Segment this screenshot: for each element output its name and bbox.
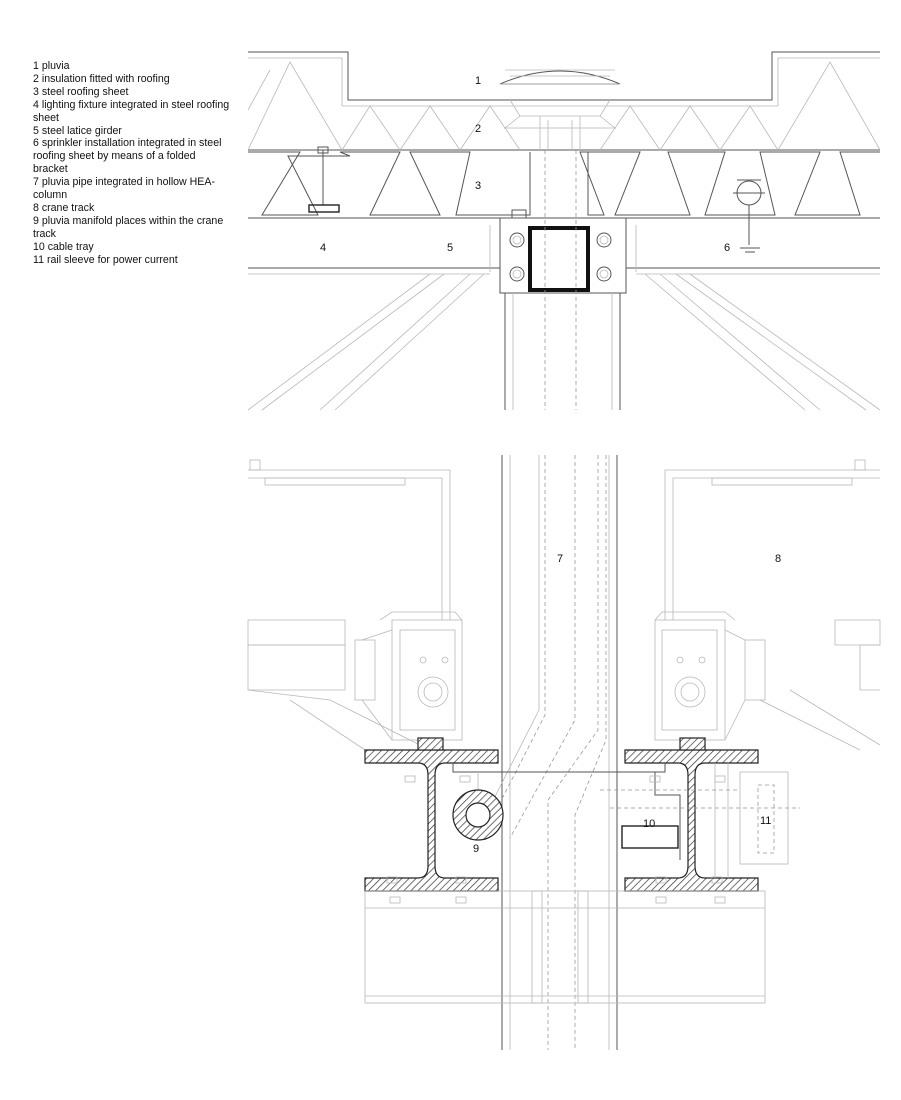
- legend-item: 10 cable tray: [33, 240, 94, 253]
- column-shaft-top: [504, 150, 621, 410]
- legend-item: 5 steel latice girder: [33, 124, 122, 137]
- callout-3: 3: [475, 180, 481, 192]
- cable-tray: [621, 772, 681, 860]
- callout-4: 4: [320, 242, 326, 254]
- legend-item: 11 rail sleeve for power current: [33, 253, 178, 266]
- crane-frame-left: [247, 459, 463, 761]
- steel-roofing-sheet: [248, 151, 880, 219]
- sprinkler-pipe: [733, 179, 765, 253]
- callouts: 1 2 3 4 5 6 7 8 9 10 11: [320, 75, 781, 855]
- lower-beam: [364, 890, 766, 1004]
- legend-item: 4 lighting fixture integrated in steel r…: [33, 98, 230, 124]
- bolts: [386, 775, 726, 904]
- legend-item: 8 crane track: [33, 201, 95, 214]
- callout-9: 9: [473, 843, 479, 855]
- crane-frame-right: [654, 459, 881, 751]
- legend-item: 3 steel roofing sheet: [33, 85, 129, 98]
- pluvia-outlet: [499, 69, 621, 150]
- lattice-girder: [247, 217, 881, 411]
- callout-6: 6: [724, 242, 730, 254]
- lighting-fixture: [308, 146, 340, 213]
- callout-10: 10: [643, 818, 655, 830]
- legend-item: 9 pluvia manifold places within the cran…: [33, 214, 224, 240]
- crane-girder-left: [364, 737, 499, 892]
- crane-girder-right: [624, 737, 759, 892]
- legend: 1 pluvia 2 insulation fitted with roofin…: [33, 60, 233, 267]
- callout-8: 8: [775, 553, 781, 565]
- callout-11: 11: [760, 815, 771, 827]
- legend-item: 1 pluvia: [33, 60, 70, 72]
- callout-2: 2: [475, 123, 481, 135]
- roof-detail: [247, 51, 881, 411]
- crane-detail: [247, 455, 881, 1050]
- callout-1: 1: [475, 75, 481, 87]
- callout-7: 7: [557, 553, 563, 565]
- legend-item: 7 pluvia pipe integrated in hollow HEA-c…: [33, 176, 215, 202]
- legend-item: 6 sprinkler installation integrated in s…: [33, 137, 222, 176]
- rail-sleeve: [600, 763, 800, 878]
- column-head: [489, 209, 637, 294]
- pluvia-manifold: [452, 789, 504, 841]
- legend-item: 2 insulation fitted with roofing: [33, 72, 170, 85]
- callout-5: 5: [447, 242, 453, 254]
